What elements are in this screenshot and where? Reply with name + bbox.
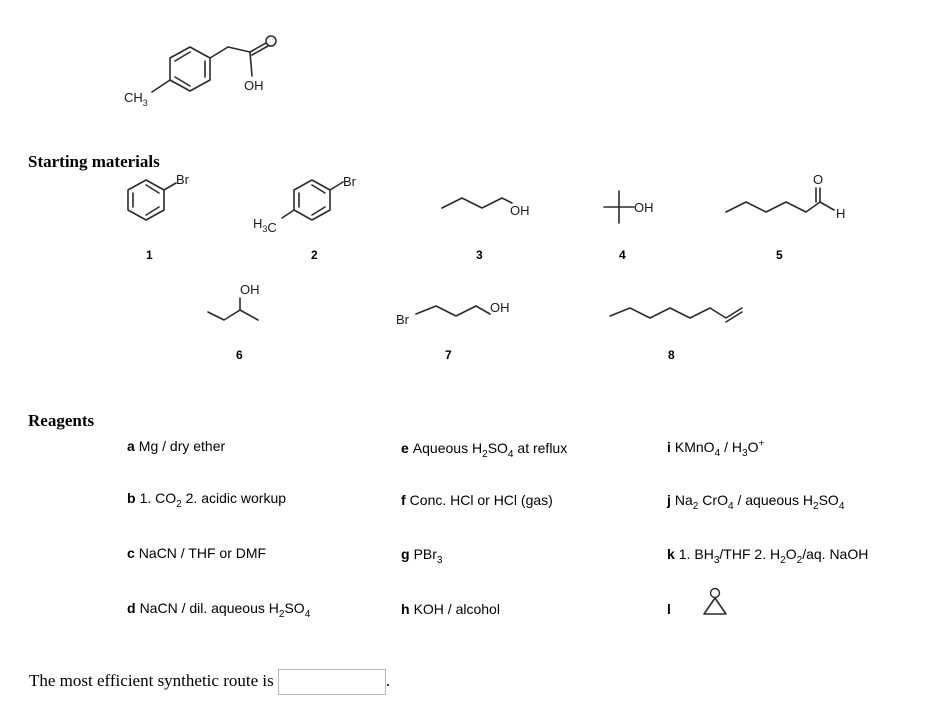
reagent-letter: a — [127, 438, 135, 454]
compound-4-oh-label: OH — [634, 200, 654, 215]
compound-2-number: 2 — [311, 248, 318, 262]
reagent-text: PBr3 — [413, 546, 443, 566]
reagents-heading: Reagents — [28, 411, 95, 430]
compound-2-h3c-label: H3C — [253, 216, 277, 235]
compound-6-oh-label: OH — [240, 282, 260, 297]
compound-5-o-label: O — [813, 172, 823, 187]
compound-3-oh-label: OH — [510, 203, 530, 218]
starting-materials-heading: Starting materials — [28, 152, 160, 171]
reagent-letter: k — [667, 546, 675, 562]
reagent-text: Conc. HCl or HCl (gas) — [409, 492, 553, 508]
compound-1-br-label: Br — [176, 172, 190, 187]
question-suffix: . — [385, 670, 390, 690]
reagent-text: Aqueous H2SO4 at reflux — [412, 440, 568, 460]
compound-2-br-label: Br — [343, 174, 357, 189]
compound-1-number: 1 — [146, 248, 153, 262]
compound-1-structure: Br — [127, 172, 190, 221]
compound-5-h-label: H — [836, 206, 845, 221]
target-oh-label: OH — [244, 78, 264, 93]
reagent-text: Mg / dry ether — [138, 438, 226, 454]
compound-5-number: 5 — [776, 248, 783, 262]
reagent-text: 1. BH3/THF 2. H2O2/aq. NaOH — [678, 546, 869, 566]
target-benzene-ring — [169, 46, 211, 92]
compound-7-br-label: Br — [396, 312, 410, 327]
compound-2-structure: Br H3C — [253, 174, 357, 235]
compound-6-structure: OH — [207, 282, 260, 321]
reagent-letter: c — [127, 545, 135, 561]
compound-4-structure: OH — [603, 190, 654, 224]
target-molecule: CH3 OH — [124, 35, 277, 108]
reagent-text: NaCN / THF or DMF — [138, 545, 267, 561]
compound-3-structure: OH — [441, 197, 530, 218]
reagent-text: 1. CO2 2. acidic workup — [139, 490, 287, 510]
epoxide-ring — [703, 597, 727, 615]
reagent-letter: d — [127, 600, 136, 616]
reagent-text: NaCN / dil. aqueous H2SO4 — [139, 600, 311, 620]
reagent-l: l — [667, 601, 675, 617]
compound-7-oh-label: OH — [490, 300, 510, 315]
question-prefix: The most efficient synthetic route is — [29, 670, 274, 690]
reagent-text: Na2 CrO4 / aqueous H2SO4 — [674, 492, 845, 512]
reagent-letter: i — [667, 438, 671, 455]
compound-1-benzene-ring — [127, 179, 165, 221]
answer-row: The most efficient synthetic route is. — [29, 669, 390, 695]
reagent-letter: h — [401, 601, 410, 617]
reagent-letter: g — [401, 546, 410, 562]
compound-8-number: 8 — [668, 348, 675, 362]
reagent-letter: b — [127, 490, 136, 506]
compound-3-number: 3 — [476, 248, 483, 262]
reagent-letter: l — [667, 601, 671, 617]
target-ch3-label: CH3 — [124, 90, 148, 108]
reagent-text: KMnO4 / H3O+ — [674, 438, 765, 459]
compound-5-structure: O H — [725, 172, 845, 221]
reagent-text: KOH / alcohol — [413, 601, 500, 617]
compound-8-structure — [609, 307, 743, 323]
compound-6-number: 6 — [236, 348, 243, 362]
reagent-letter: e — [401, 440, 409, 456]
compound-7-structure: Br OH — [396, 300, 510, 327]
compound-4-number: 4 — [619, 248, 626, 262]
reagent-letter: j — [667, 492, 671, 508]
epoxide-structure: O — [703, 587, 727, 615]
compound-7-number: 7 — [445, 348, 452, 362]
route-answer-input[interactable] — [277, 669, 386, 695]
reagent-letter: f — [401, 492, 406, 508]
